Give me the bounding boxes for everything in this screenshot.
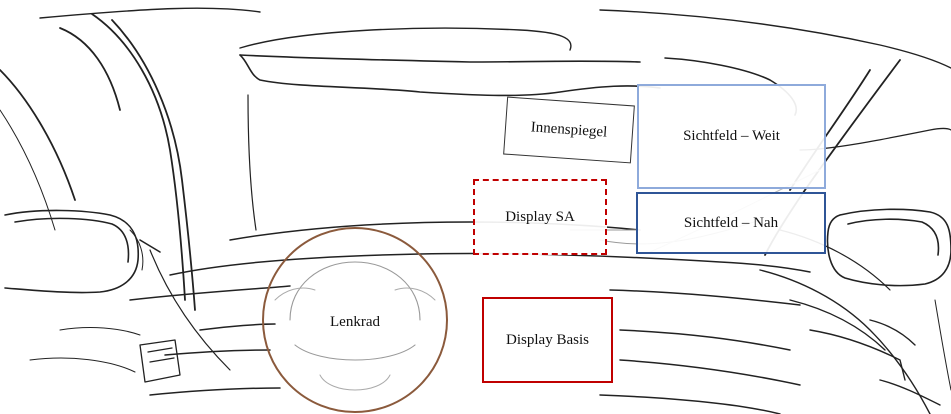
left-vent: [30, 328, 180, 382]
display-basis-box: Display Basis: [482, 297, 613, 383]
right-side-mirror: [828, 209, 951, 285]
lenkrad-label: Lenkrad: [315, 310, 395, 334]
sichtfeld-weit-box: Sichtfeld – Weit: [637, 84, 826, 189]
left-side-mirror: [5, 210, 160, 292]
sichtfeld-nah-box: Sichtfeld – Nah: [636, 192, 826, 254]
innenspiegel-box: Innenspiegel: [503, 97, 635, 164]
right-door-panel: [760, 270, 951, 414]
roof-lines: [40, 8, 951, 68]
left-a-pillar: [0, 14, 230, 370]
display-sa-box: Display SA: [473, 179, 607, 255]
